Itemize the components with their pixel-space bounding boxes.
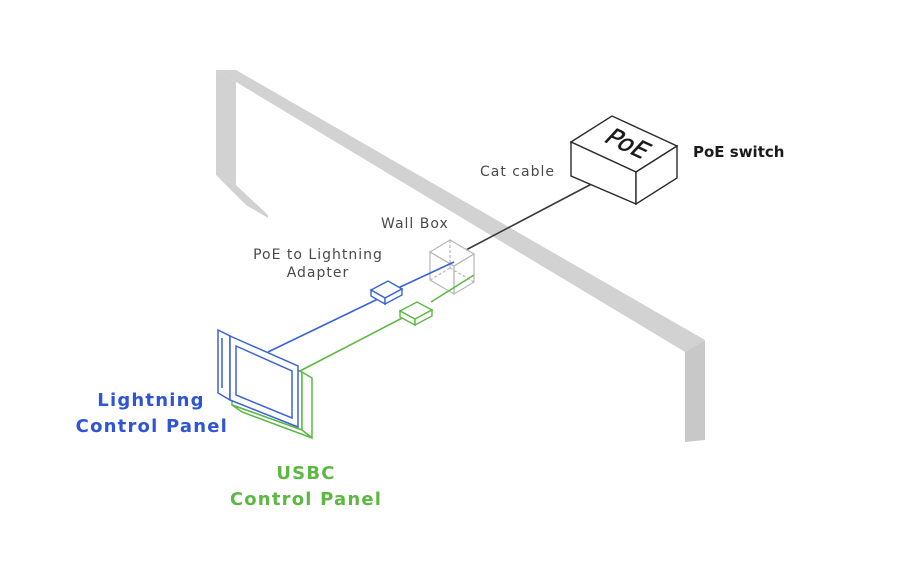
poe-switch-box bbox=[569, 115, 679, 206]
poe-switch-label: PoE switch bbox=[693, 143, 785, 161]
wall-box-label: Wall Box bbox=[381, 216, 449, 232]
cat-cable-label: Cat cable bbox=[480, 164, 555, 180]
usbc-panel-label: USBC Control Panel bbox=[222, 461, 390, 513]
adapter-label-line1: PoE to Lightning bbox=[253, 247, 383, 263]
usbc-label-line1: USBC bbox=[276, 463, 336, 484]
lightning-label-line1: Lightning bbox=[97, 390, 205, 411]
lightning-label-line2: Control Panel bbox=[75, 416, 228, 437]
adapter-label: PoE to Lightning Adapter bbox=[242, 246, 394, 282]
usbc-cable bbox=[297, 274, 475, 373]
poe-to-lightning-adapter bbox=[369, 280, 404, 306]
lightning-control-panel bbox=[217, 328, 299, 429]
wall-box bbox=[428, 239, 476, 296]
usbc-label-line2: Control Panel bbox=[229, 489, 383, 510]
lightning-panel-label: Lightning Control Panel bbox=[60, 388, 228, 440]
usbc-adapter bbox=[398, 301, 434, 327]
wall bbox=[216, 70, 705, 442]
lightning-cable bbox=[267, 261, 455, 353]
adapter-label-line2: Adapter bbox=[286, 265, 350, 281]
cat-cable-line bbox=[465, 177, 604, 251]
